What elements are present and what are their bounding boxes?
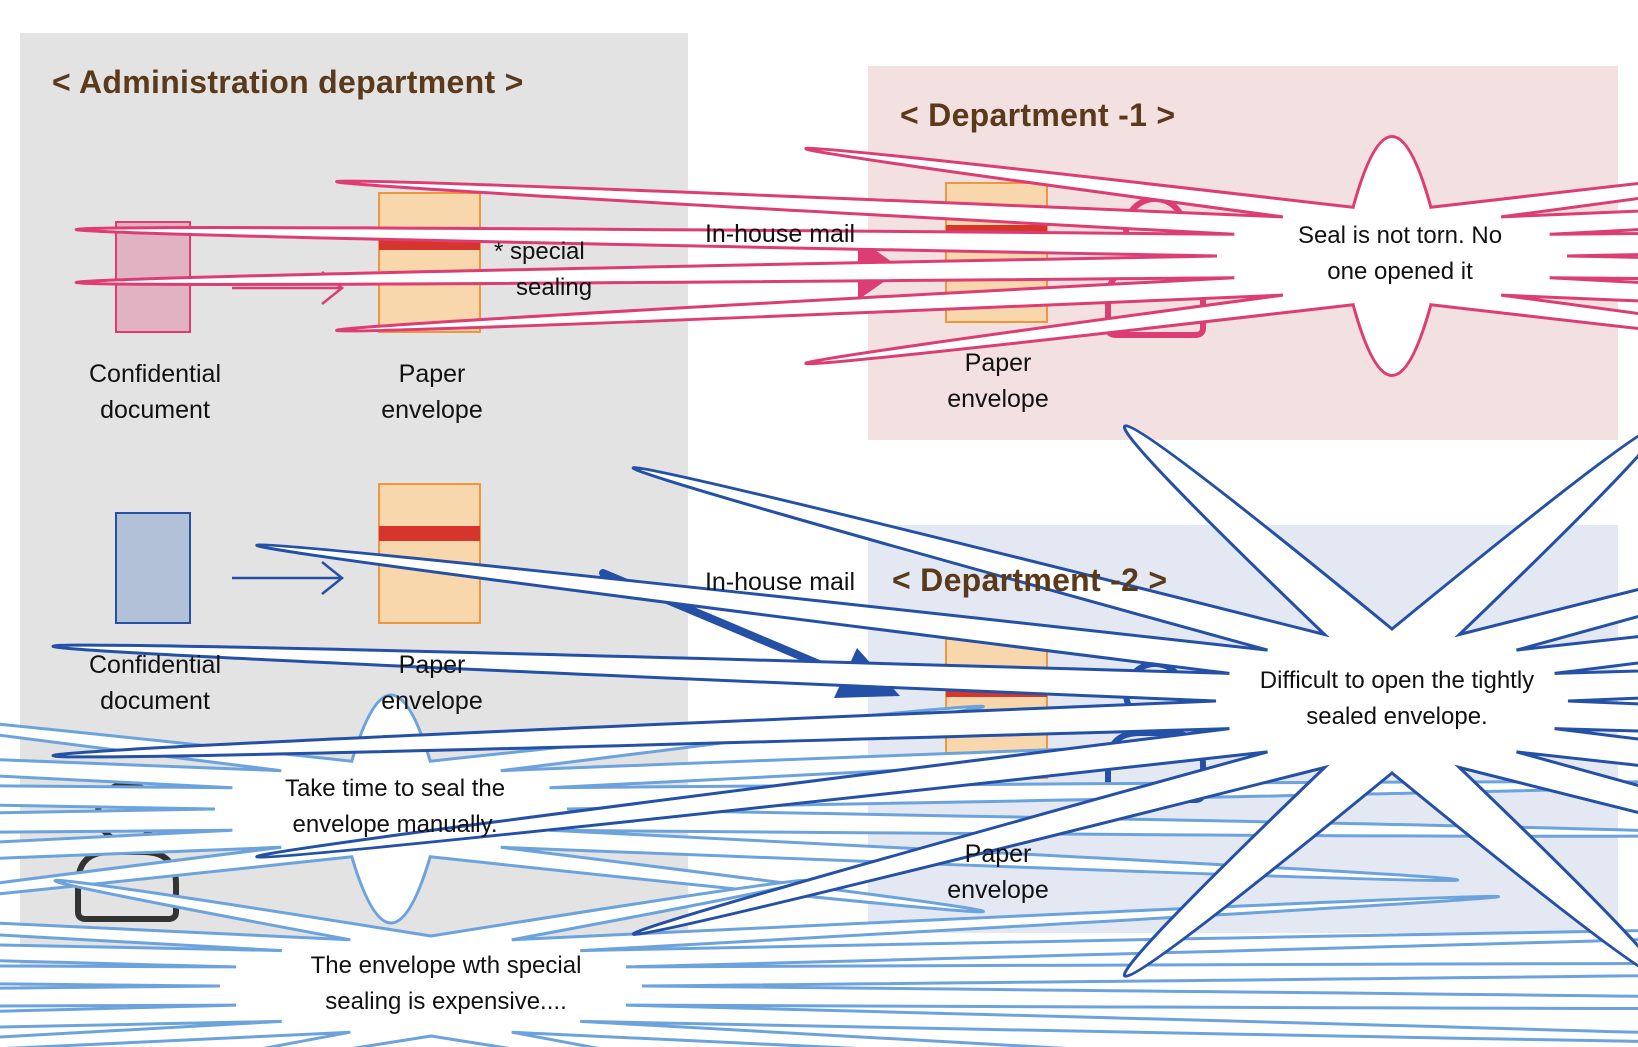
confidential-document-label-1: Confidential document (88, 360, 222, 424)
cloud-text-admin-1: Take time to seal the envelope manually. (284, 775, 506, 838)
in-house-mail-label-2: In-house mail (704, 568, 856, 596)
cloud-text-admin-2: The envelope wth special sealing is expe… (310, 952, 582, 1015)
paper-envelope-label-dept2: Paper envelope (947, 840, 1049, 904)
confidential-document-icon-blue (115, 512, 191, 624)
paper-envelope-label-admin-1: Paper envelope (381, 360, 483, 424)
envelope-icon-admin-2 (378, 483, 481, 624)
department-2-title: < Department -2 > (892, 562, 1168, 598)
paper-envelope-label-admin-2: Paper envelope (381, 651, 483, 715)
thought-cloud-dept1 (74, 135, 1638, 377)
in-house-mail-label-1: In-house mail (704, 220, 856, 248)
cloud-text-dept2: Difficult to open the tightly sealed env… (1259, 667, 1535, 730)
cloud-text-dept1: Seal is not torn. No one opened it (1297, 222, 1503, 285)
special-sealing-note: * special sealing (494, 238, 593, 301)
envelope-icon-admin-1 (378, 192, 481, 333)
admin-department-title: < Administration department > (52, 64, 524, 100)
thought-cloud-dept2 (51, 424, 1638, 978)
department-1-title: < Department -1 > (900, 97, 1176, 133)
arrow-right-icon-blue (232, 561, 345, 595)
thought-cloud-admin-2 (0, 878, 1638, 1047)
paper-envelope-label-dept1: Paper envelope (947, 349, 1049, 413)
confidential-document-label-2: Confidential document (88, 651, 222, 715)
